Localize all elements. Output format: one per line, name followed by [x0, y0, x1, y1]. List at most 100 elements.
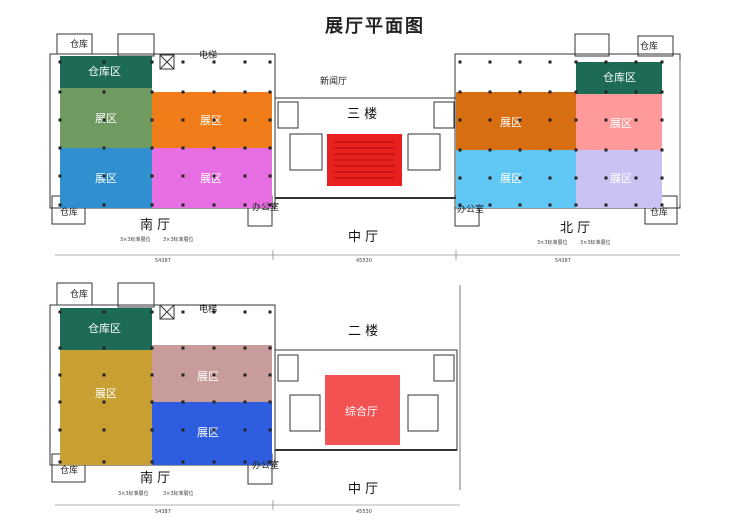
warehouse-label: 仓库: [650, 206, 668, 218]
column-dot: [574, 90, 578, 94]
column-dot: [574, 60, 578, 64]
zone-label: 展区: [500, 172, 522, 185]
column-dot: [488, 60, 492, 64]
page-title: 展厅平面图: [325, 16, 425, 37]
column-dot: [181, 118, 185, 122]
column-dot: [150, 203, 154, 207]
south-hall-label: 南 厅: [140, 217, 170, 233]
column-dot: [181, 346, 185, 350]
column-dot: [58, 146, 62, 150]
column-dot: [102, 146, 106, 150]
column-dot: [604, 118, 608, 122]
exhibit-zone-royal-blue: [152, 402, 272, 465]
storage-zone-label: 仓库区: [88, 321, 121, 335]
column-dot: [58, 400, 62, 404]
elevator-box: [159, 54, 175, 70]
column-dot: [102, 460, 106, 464]
column-dot: [268, 428, 272, 432]
seat-rows: [334, 141, 395, 179]
warehouse-label: 仓库: [60, 206, 78, 218]
news-hall-label: 新闻厅: [320, 75, 347, 87]
column-dot: [102, 118, 106, 122]
column-dot: [488, 90, 492, 94]
column-dot: [660, 90, 664, 94]
column-dot: [150, 310, 154, 314]
column-dot: [518, 203, 522, 207]
column-dot: [150, 428, 154, 432]
column-dot: [268, 60, 272, 64]
storage-zone-2: [60, 308, 152, 350]
warehouse-label: 仓库: [60, 464, 78, 476]
column-dot: [268, 203, 272, 207]
column-dot: [58, 373, 62, 377]
column-dot: [243, 90, 247, 94]
exhibit-zone-light-blue: [456, 150, 576, 208]
column-dot: [150, 460, 154, 464]
storage-zone-label: 仓库区: [603, 70, 636, 84]
column-dot: [212, 460, 216, 464]
column-dot: [58, 310, 62, 314]
zone-label: 展区: [610, 117, 632, 130]
column-dot: [58, 428, 62, 432]
column-dot: [150, 90, 154, 94]
column-dot: [604, 60, 608, 64]
column-dot: [268, 373, 272, 377]
column-dot: [150, 174, 154, 178]
column-dot: [181, 428, 185, 432]
zone-label: 展区: [95, 172, 117, 185]
office-label: 办公室: [457, 203, 484, 215]
column-dot: [268, 346, 272, 350]
office-label: 办公室: [252, 459, 279, 471]
booth-note: 3×3标准展位: [580, 239, 611, 246]
floor-label: 三 楼: [347, 107, 377, 122]
column-dot: [243, 60, 247, 64]
column-dot: [58, 460, 62, 464]
column-dot: [518, 118, 522, 122]
exhibit-zone-blue: [60, 148, 152, 208]
column-dot: [181, 203, 185, 207]
exhibit-zone-dark-orange: [456, 92, 576, 150]
warehouse-label: 仓库: [640, 40, 658, 52]
column-dot: [181, 174, 185, 178]
exhibit-zone-magenta: [152, 148, 272, 208]
column-dot: [518, 176, 522, 180]
column-dot: [102, 428, 106, 432]
column-dot: [574, 203, 578, 207]
booth-note: 3×3标准展位: [163, 490, 194, 497]
storage-zone-label: 仓库区: [88, 64, 121, 78]
column-dot: [243, 203, 247, 207]
column-dot: [181, 146, 185, 150]
column-dot: [518, 90, 522, 94]
exhibit-zone-lavender: [576, 150, 662, 208]
column-dot: [212, 174, 216, 178]
column-dot: [574, 148, 578, 152]
column-dot: [268, 460, 272, 464]
column-dot: [604, 148, 608, 152]
column-dot: [634, 203, 638, 207]
column-dot: [212, 400, 216, 404]
booth-note: 3×3标准展位: [120, 236, 151, 243]
column-dot: [268, 90, 272, 94]
floor-2-dimensions: [55, 500, 460, 510]
column-dot: [181, 460, 185, 464]
north-hall-label: 北 厅: [560, 221, 590, 236]
floor-3-labels: 仓库 电梯 仓库区 展区 展区 展区 展区 仓库 办公室 新闻厅 三 楼 展区 …: [60, 38, 668, 246]
column-dot: [102, 174, 106, 178]
column-dot: [660, 203, 664, 207]
warehouse-label: 仓库: [70, 288, 88, 300]
column-dot: [212, 373, 216, 377]
column-dot: [212, 310, 216, 314]
dimension-center: 45530: [356, 258, 372, 264]
warehouse-room-right: [637, 35, 674, 57]
column-dot: [212, 146, 216, 150]
column-dot: [102, 60, 106, 64]
column-dots: [58, 60, 664, 464]
zone-label: 展区: [197, 370, 219, 383]
column-dot: [548, 176, 552, 180]
column-dot: [243, 346, 247, 350]
column-dot: [548, 118, 552, 122]
floor-3-zones: [60, 56, 662, 208]
column-dot: [102, 90, 106, 94]
column-dot: [243, 174, 247, 178]
